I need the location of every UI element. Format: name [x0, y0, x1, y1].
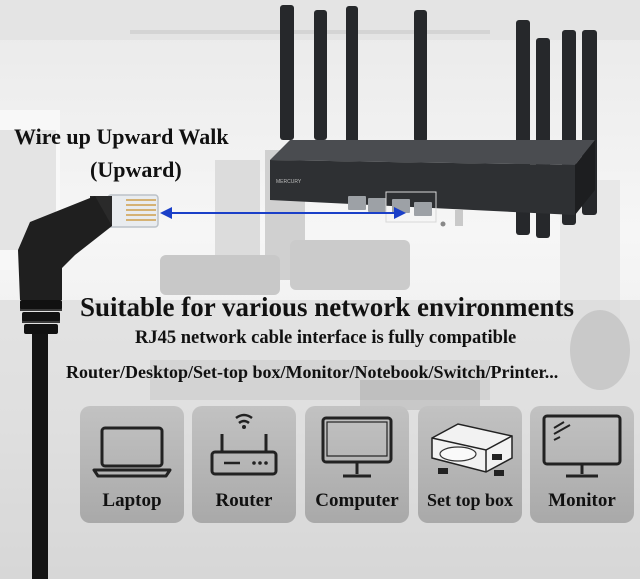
- wifi-router-image: MERCURY: [160, 5, 597, 238]
- laptop-icon: [92, 426, 172, 478]
- computer-tile: Computer: [305, 406, 409, 523]
- device-tiles: Laptop Router: [80, 406, 640, 526]
- upward-subheading: (Upward): [90, 157, 182, 182]
- router-tile: Router: [192, 406, 296, 523]
- computer-icon: [321, 416, 393, 478]
- wire-up-heading: Wire up Upward Walk: [14, 124, 229, 149]
- suitable-heading: Suitable for various network environment…: [80, 292, 575, 322]
- device-list-text: Router/Desktop/Set-top box/Monitor/Noteb…: [66, 362, 559, 382]
- set-top-box-label: Set top box: [426, 490, 513, 510]
- set-top-box-tile: Set top box: [418, 406, 522, 523]
- rj45-compat-text: RJ45 network cable interface is fully co…: [135, 328, 517, 348]
- router-icon: [210, 413, 278, 476]
- monitor-tile: Monitor: [530, 406, 634, 523]
- laptop-tile: Laptop: [80, 406, 184, 523]
- cable-connector-image: [18, 194, 159, 579]
- computer-label: Computer: [315, 490, 399, 511]
- router-label: Router: [215, 490, 273, 511]
- monitor-label: Monitor: [548, 490, 616, 511]
- svg-text:MERCURY: MERCURY: [276, 179, 302, 185]
- laptop-label: Laptop: [102, 490, 162, 511]
- set-top-box-icon: [431, 423, 513, 476]
- monitor-icon: [542, 414, 622, 478]
- connection-arrow: [160, 207, 406, 219]
